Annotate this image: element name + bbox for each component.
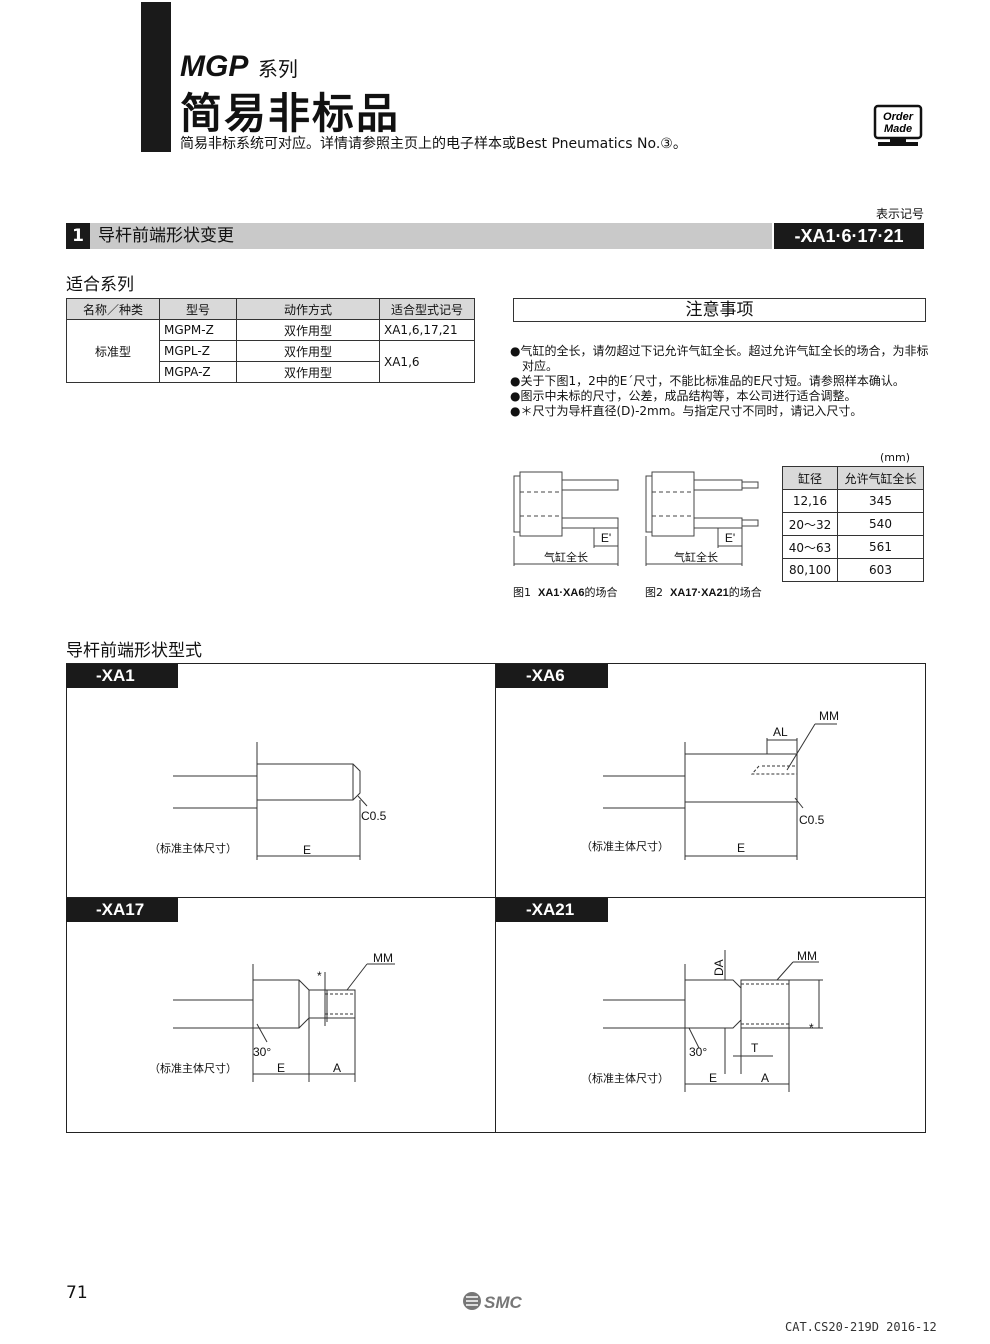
brand-name: SMC bbox=[484, 1293, 523, 1312]
table-header-row: 名称／种类 型号 动作方式 适合型式记号 bbox=[66, 298, 475, 320]
symbol-code: -XA1·6·17·21 bbox=[774, 223, 924, 249]
catalog-code: CAT.CS20-219D 2016-12 bbox=[785, 1320, 937, 1334]
action-cell: 双作用型 bbox=[236, 319, 380, 341]
column-header: 适合型式记号 bbox=[379, 298, 475, 320]
action-cell: 双作用型 bbox=[236, 340, 380, 362]
star-label: * bbox=[317, 969, 322, 983]
page-title: 简易非标品 bbox=[180, 89, 401, 138]
mm-label: MM bbox=[797, 949, 817, 963]
xa6-drawing: AL MM C0.5 （标准主体尺寸） E bbox=[581, 709, 839, 860]
t-label: T bbox=[751, 1041, 759, 1055]
chamfer-label: C0.5 bbox=[799, 813, 825, 827]
action-cell: 双作用型 bbox=[236, 361, 380, 383]
note-item: ●关于下图1，2中的E´尺寸，不能比标准品的E尺寸短。请参照样本确认。 bbox=[510, 374, 905, 388]
unit-label: (mm) bbox=[880, 451, 911, 464]
section-bar bbox=[66, 223, 772, 249]
e-prime-label: E' bbox=[601, 531, 611, 545]
note-item: ●＊尺寸为导杆直径(D)-2mm。与指定尺寸不同时，请记入尺寸。 bbox=[510, 404, 863, 418]
e-dimension-label: E bbox=[737, 841, 745, 855]
figure-1-caption: 图1 XA1·XA6的场合 bbox=[513, 586, 618, 599]
table-row: MGPL-Z 双作用型 XA1,6 bbox=[67, 340, 475, 383]
figure-2-caption: 图2 XA17·XA21的场合 bbox=[645, 586, 762, 599]
series-name: MGP 系列 bbox=[180, 50, 298, 83]
figure-2-drawing: E' 气缸全长 bbox=[645, 471, 759, 566]
notes-list: ●气缸的全长，请勿超过下记允许气缸全长。超过允许气缸全长的场合，为非标对应。 ●… bbox=[510, 344, 930, 419]
symbol-label: 表示记号 bbox=[875, 207, 924, 221]
tab-xa1: -XA1 bbox=[66, 664, 178, 688]
applicable-series-heading: 适合系列 bbox=[66, 275, 134, 295]
bore-cell: 20～32 bbox=[782, 512, 838, 536]
a-dimension-label: A bbox=[761, 1071, 769, 1085]
overall-length-label: 气缸全长 bbox=[674, 550, 718, 564]
overall-length-label: 气缸全长 bbox=[544, 550, 588, 564]
column-header: 动作方式 bbox=[236, 298, 380, 320]
e-dimension-label: E bbox=[303, 843, 311, 857]
badge-line2: Made bbox=[884, 123, 912, 135]
xa17-drawing: * MM 30° （标准主体尺寸） E A bbox=[149, 951, 395, 1082]
standard-size-label: （标准主体尺寸） bbox=[581, 839, 669, 853]
tab-xa6: -XA6 bbox=[496, 664, 608, 688]
length-cell: 561 bbox=[837, 535, 924, 559]
notes-heading: 注意事项 bbox=[513, 298, 926, 322]
table-row: MGPA-Z 双作用型 bbox=[67, 361, 475, 383]
section-number: 1 bbox=[66, 223, 90, 249]
column-header: 名称／种类 bbox=[66, 298, 160, 320]
e-dimension-label: E bbox=[277, 1061, 285, 1075]
xa21-drawing: DA MM * T 30° （标准主体尺寸） E A bbox=[581, 949, 823, 1092]
standard-size-label: （标准主体尺寸） bbox=[149, 841, 237, 855]
smc-logo-icon: SMC bbox=[463, 1292, 523, 1312]
figure-1-drawing: E' 气缸全长 bbox=[513, 471, 619, 566]
mm-label: MM bbox=[373, 951, 393, 965]
a-dimension-label: A bbox=[333, 1061, 341, 1075]
standard-size-label: （标准主体尺寸） bbox=[581, 1071, 669, 1085]
standard-size-label: （标准主体尺寸） bbox=[149, 1061, 237, 1075]
length-cell: 540 bbox=[837, 512, 924, 536]
note-item: ●图示中未标的尺寸，公差，成品结构等，本公司进行适合调整。 bbox=[510, 389, 857, 403]
badge-line1: Order bbox=[883, 111, 914, 123]
mm-label: MM bbox=[819, 709, 839, 723]
category-cell: 标准型 bbox=[66, 319, 160, 383]
section-title: 导杆前端形状变更 bbox=[98, 226, 234, 246]
e-prime-label: E' bbox=[725, 531, 735, 545]
shape-types-heading: 导杆前端形状型式 bbox=[66, 641, 202, 661]
symbols-cell: XA1,6 bbox=[379, 340, 475, 383]
column-header: 允许气缸全长 bbox=[837, 466, 924, 490]
al-label: AL bbox=[773, 725, 788, 739]
tab-xa17: -XA17 bbox=[66, 898, 178, 922]
angle-label: 30° bbox=[253, 1045, 271, 1059]
tab-xa21: -XA21 bbox=[496, 898, 608, 922]
symbols-cell: XA1,6,17,21 bbox=[379, 319, 475, 341]
bore-cell: 80,100 bbox=[782, 558, 838, 582]
model-cell: MGPM-Z bbox=[159, 319, 237, 341]
chamfer-label: C0.5 bbox=[361, 809, 387, 823]
page-number: 71 bbox=[66, 1283, 88, 1303]
page-subtitle: 简易非标系统可对应。详情请参照主页上的电子样本或Best Pneumatics … bbox=[180, 136, 687, 152]
column-header: 缸径 bbox=[782, 466, 838, 490]
length-cell: 603 bbox=[837, 558, 924, 582]
da-label: DA bbox=[712, 959, 726, 976]
order-made-icon: Order Made bbox=[872, 104, 924, 148]
header-black-bar bbox=[141, 2, 171, 152]
xa1-drawing: C0.5 （标准主体尺寸） E bbox=[149, 742, 387, 860]
length-cell: 345 bbox=[837, 489, 924, 513]
table-header-row: 缸径 允许气缸全长 bbox=[782, 466, 924, 490]
table-row: 标准型 MGPM-Z 双作用型 XA1,6,17,21 bbox=[66, 319, 475, 383]
model-cell: MGPL-Z bbox=[159, 340, 237, 362]
model-cell: MGPA-Z bbox=[159, 361, 237, 383]
grid-divider-horizontal bbox=[66, 897, 925, 898]
bore-cell: 12,16 bbox=[782, 489, 838, 513]
e-dimension-label: E bbox=[709, 1071, 717, 1085]
note-item: ●气缸的全长，请勿超过下记允许气缸全长。超过允许气缸全长的场合，为非标对应。 bbox=[510, 344, 929, 373]
star-label: * bbox=[809, 1021, 814, 1035]
column-header: 型号 bbox=[159, 298, 237, 320]
angle-label: 30° bbox=[689, 1045, 707, 1059]
bore-cell: 40～63 bbox=[782, 535, 838, 559]
applicable-series-table: 名称／种类 型号 动作方式 适合型式记号 标准型 MGPM-Z 双作用型 XA1… bbox=[66, 298, 475, 383]
